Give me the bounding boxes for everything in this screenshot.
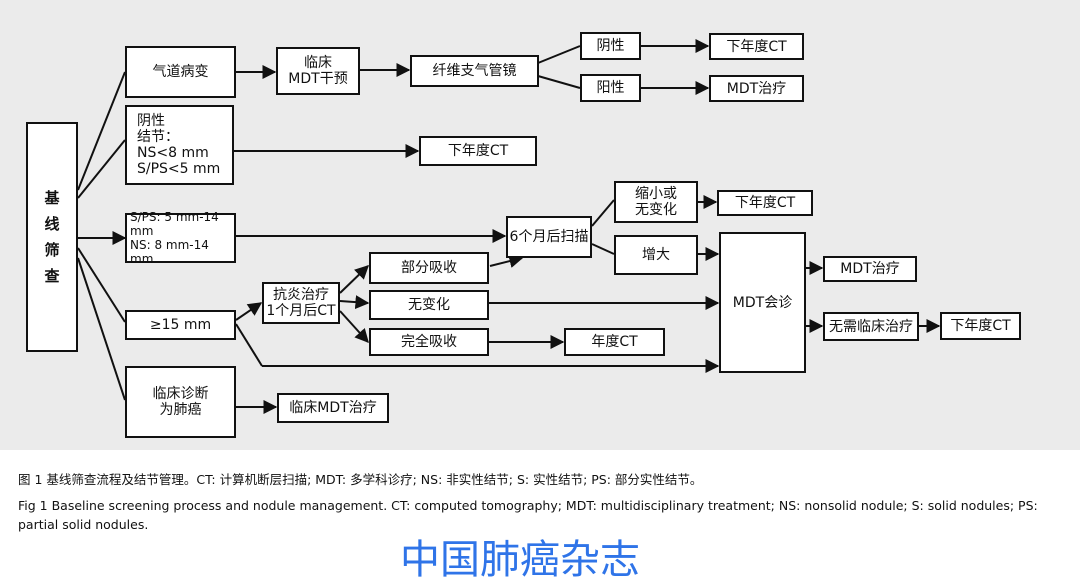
edge-partial-scan — [489, 254, 524, 268]
node-next-ct-right: 下年度CT — [940, 312, 1021, 340]
edge-bronch-positive — [537, 75, 581, 89]
node-ge-15mm: ≥15 mm — [125, 310, 236, 340]
node-negative-nodule: 阴性 结节： NS<8 mm S/PS<5 mm — [125, 105, 234, 185]
node-no-change: 无变化 — [369, 290, 489, 320]
edge-start-negnodule — [77, 139, 126, 199]
node-next-ct-top: 下年度CT — [709, 33, 804, 60]
node-positive: 阳性 — [580, 74, 641, 102]
node-mdt-treat-right: MDT治疗 — [823, 256, 917, 282]
node-shrink-no-change: 缩小或 无变化 — [614, 181, 698, 223]
node-airway-lesion: 气道病变 — [125, 46, 236, 98]
node-mdt-treat-top: MDT治疗 — [709, 75, 804, 102]
node-clinical-mdt: 临床 MDT干预 — [276, 47, 360, 95]
diagram-area: 基 线 筛 查 气道病变 临床 MDT干预 纤维支气管镜 阴性 阳性 下年度CT… — [0, 0, 1080, 450]
watermark: 中国肺癌杂志 — [400, 537, 640, 583]
figure-caption-cn: 图 1 基线筛查流程及结节管理。CT: 计算机断层扫描; MDT: 多学科诊疗;… — [18, 472, 703, 487]
node-mdt-consultation: MDT会诊 — [719, 232, 806, 373]
figure-caption-en: Fig 1 Baseline screening process and nod… — [18, 498, 1038, 532]
node-negative: 阴性 — [580, 32, 641, 60]
node-partial-absorption: 部分吸收 — [369, 252, 489, 284]
edge-ge15-mdt — [235, 323, 263, 367]
node-mid-nodule: S/PS: 5 mm-14 mm NS: 8 mm-14 mm — [125, 210, 236, 266]
edge-scan-enlarge — [591, 243, 615, 255]
edge-anti-full — [339, 310, 369, 344]
edge-start-cancer — [77, 257, 126, 401]
edge-bronch-negative — [537, 45, 581, 64]
edge-start-airway — [77, 71, 126, 191]
node-full-absorption: 完全吸收 — [369, 328, 489, 356]
node-clinical-mdt-treatment: 临床MDT治疗 — [277, 393, 389, 423]
node-anti-inflammatory: 抗炎治疗 1个月后CT — [262, 282, 340, 324]
node-lung-cancer: 临床诊断 为肺癌 — [125, 366, 236, 438]
edge-scan-shrink — [591, 199, 615, 227]
edge-anti-nochange — [339, 295, 370, 310]
node-no-clinical-treatment: 无需临床治疗 — [823, 312, 919, 341]
node-baseline-screening: 基 线 筛 查 — [26, 122, 78, 352]
edge-ge15-anti — [235, 302, 263, 321]
edge-anti-partial — [339, 265, 370, 294]
node-next-ct-shrink: 下年度CT — [717, 190, 813, 216]
edge-start-ge15 — [77, 247, 126, 323]
node-bronchoscopy: 纤维支气管镜 — [410, 55, 539, 87]
node-annual-ct: 年度CT — [564, 328, 665, 356]
flow-connectors — [77, 39, 941, 414]
node-enlarge: 增大 — [614, 235, 698, 275]
node-scan-6-months: 6个月后扫描 — [506, 216, 592, 258]
node-next-ct-negative: 下年度CT — [419, 136, 537, 166]
